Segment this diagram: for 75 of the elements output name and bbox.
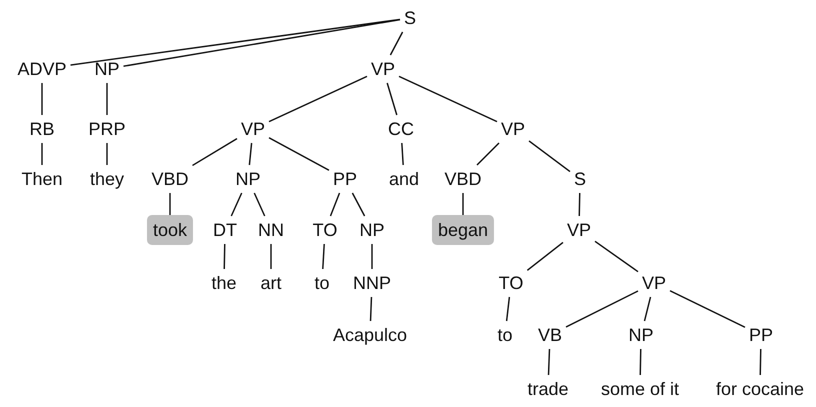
tree-branch (268, 76, 368, 122)
tree-label: NP (90, 55, 124, 83)
tree-label: NP (624, 321, 658, 349)
tree-branch (640, 348, 642, 376)
tree-label: PP (745, 321, 777, 349)
tree-branch (41, 143, 43, 165)
tree-branch (644, 296, 652, 322)
tree-branch (192, 138, 238, 166)
tree-branch (548, 348, 550, 376)
tree-label: TO (308, 216, 342, 244)
tree-label: Then (17, 165, 67, 193)
tree-label: VB (534, 321, 566, 349)
tree-label: PRP (84, 115, 130, 143)
tree-branch (398, 76, 498, 122)
tree-label: to (310, 269, 334, 297)
tree-branch (169, 193, 171, 215)
tree-label: VP (237, 115, 269, 143)
tree-label: trade (523, 375, 573, 403)
tree-label: NP (232, 165, 264, 193)
tree-branch (526, 242, 564, 271)
tree-branch (506, 296, 510, 322)
tree-branch (70, 18, 400, 66)
tree-branch (578, 192, 580, 216)
tree-label: for cocaine (712, 375, 808, 403)
tree-branch (254, 192, 266, 216)
tree-label: VP (497, 115, 529, 143)
tree-label: NP (356, 216, 388, 244)
tree-branch (462, 193, 464, 215)
tree-branch (230, 192, 242, 216)
tree-label: ADVP (13, 55, 71, 83)
tree-label: and (384, 165, 424, 193)
tree-label: S (570, 165, 590, 193)
tree-branch (386, 82, 398, 116)
tree-label: VP (367, 55, 399, 83)
tree-label: S (400, 4, 420, 32)
tree-branch (248, 142, 252, 166)
tree-label: PP (329, 165, 361, 193)
tree-branch (566, 290, 638, 328)
tree-branch (370, 296, 372, 322)
highlighted-word: began (432, 215, 494, 245)
tree-label: to (494, 321, 516, 349)
tree-branch (371, 244, 373, 269)
tree-branch (594, 240, 638, 272)
tree-label: CC (384, 115, 418, 143)
tree-label: some of it (596, 375, 684, 403)
tree-label: Acapulco (328, 321, 412, 349)
tree-label: RB (26, 115, 58, 143)
tree-label: art (256, 269, 286, 297)
tree-label: the (207, 269, 241, 297)
tree-label: NN (254, 216, 288, 244)
tree-branch (106, 83, 108, 115)
tree-branch (330, 192, 340, 216)
tree-branch (670, 290, 746, 328)
tree-label: VBD (440, 165, 486, 193)
tree-label: VP (638, 269, 670, 297)
tree-branch (476, 142, 500, 166)
tree-branch (401, 142, 404, 166)
tree-branch (528, 140, 570, 172)
tree-branch (268, 137, 330, 171)
tree-label: VBD (148, 165, 192, 193)
tree-branch (41, 83, 43, 115)
tree-label: they (86, 165, 128, 193)
tree-branch (390, 32, 404, 56)
tree-branch (270, 244, 272, 269)
tree-branch (123, 19, 400, 67)
tree-label: TO (494, 269, 528, 297)
tree-branch (224, 244, 226, 270)
tree-label: DT (209, 216, 241, 244)
tree-label: VP (563, 216, 595, 244)
tree-label: NNP (349, 269, 395, 297)
tree-branch (322, 244, 325, 270)
highlighted-word: took (146, 215, 194, 245)
tree-branch (760, 348, 762, 376)
tree-branch (106, 143, 108, 165)
tree-branch (352, 192, 366, 216)
